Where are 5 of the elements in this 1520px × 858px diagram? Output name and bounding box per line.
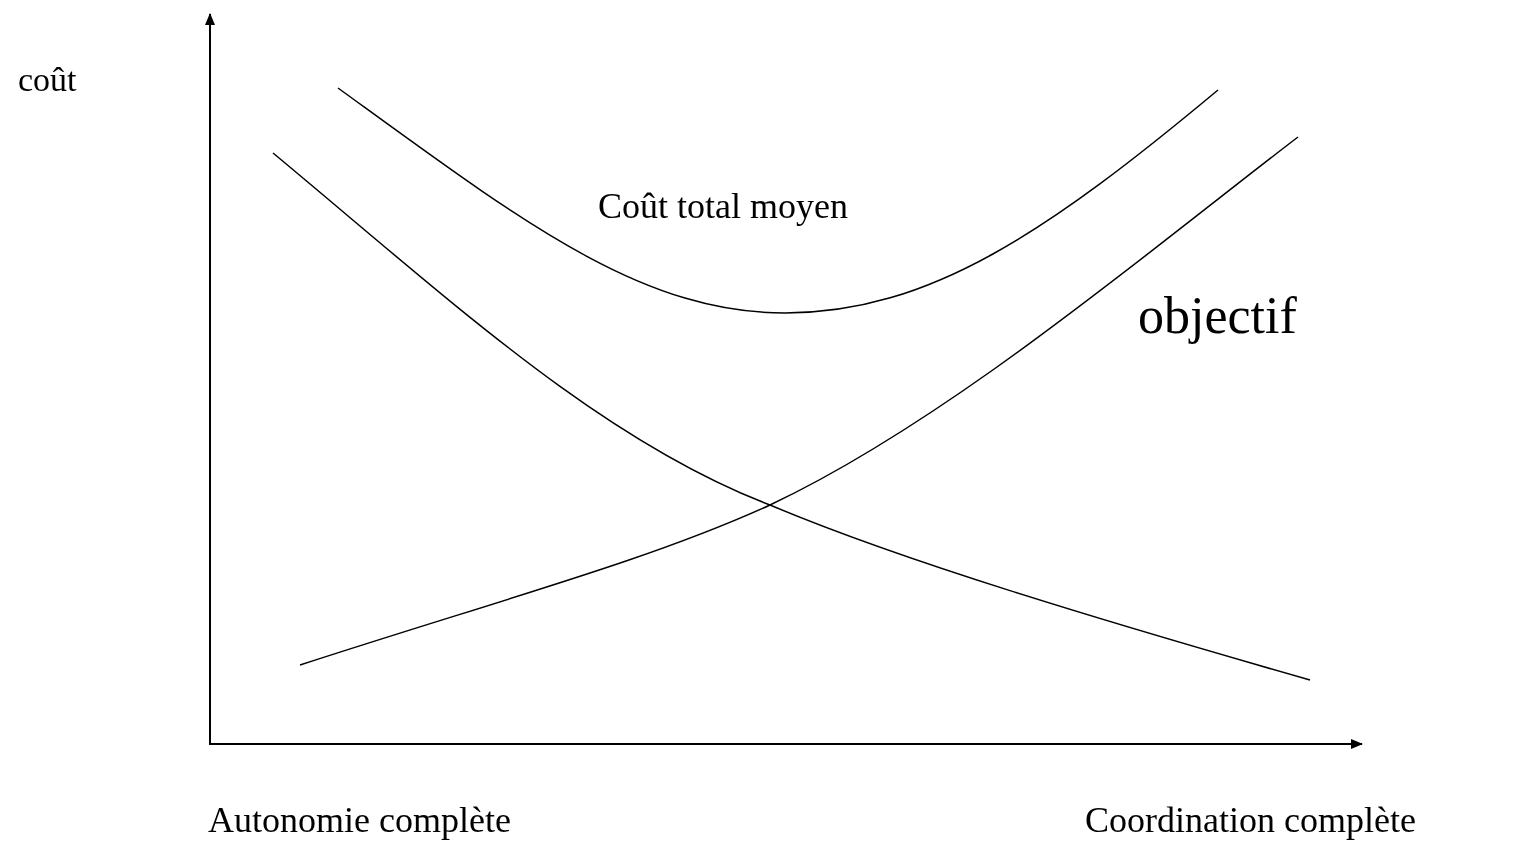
axis-label: Coordination complète (1085, 800, 1416, 842)
curve-label: objectif (1138, 286, 1297, 346)
axis-label: coût (18, 60, 77, 100)
axis-label: Autonomie complète (208, 800, 511, 842)
curve-label: Coût total moyen (598, 186, 848, 228)
